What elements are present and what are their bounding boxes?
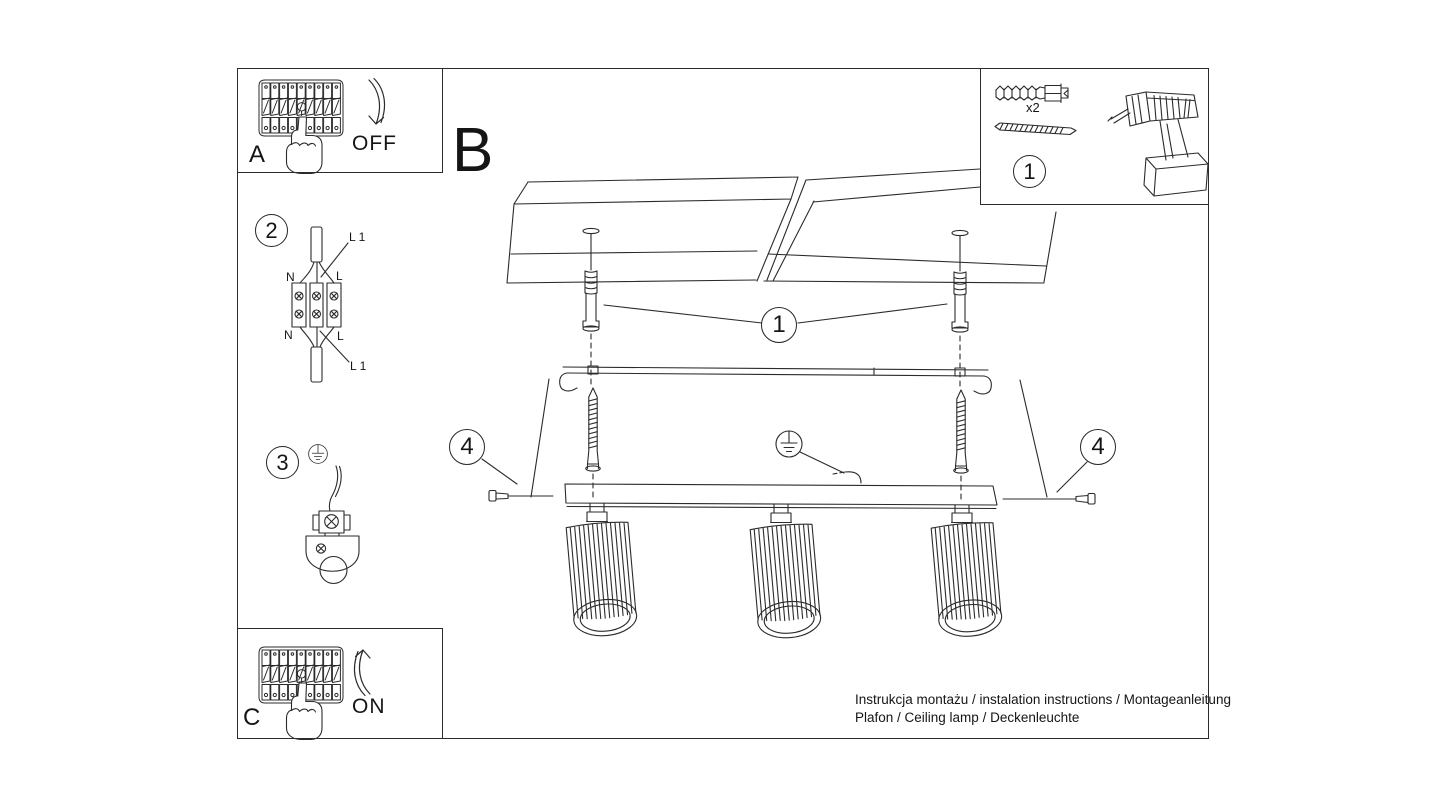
step-c-label: C	[243, 704, 261, 731]
footer-instructions-line: Instrukcja montażu / instalation instruc…	[855, 692, 1231, 707]
side-screw-right-icon	[1002, 492, 1096, 505]
power-off-label: OFF	[352, 132, 397, 155]
parts-box	[980, 68, 1209, 205]
step-a-label: A	[249, 141, 266, 168]
step-c-box	[237, 628, 443, 739]
drill-icon	[1107, 91, 1209, 197]
callout-4-leader-lines	[481, 458, 1088, 493]
power-on-label: ON	[352, 695, 386, 718]
wiring-terminal-diagram	[291, 226, 350, 383]
lamp-base-bar	[564, 483, 998, 510]
wire-label-l1-bottom: L 1	[350, 359, 367, 373]
callout-ground-3: 3	[266, 446, 299, 479]
wall-plug-icon	[995, 83, 1069, 104]
callout-wiring-2: 2	[255, 214, 288, 247]
wire-label-n-bottom: N	[284, 328, 293, 342]
earth-leader-line	[799, 451, 845, 474]
step-b-label: B	[452, 116, 494, 185]
callout-side-screw-4-right: 4	[1080, 429, 1116, 465]
mounting-rail	[559, 365, 992, 395]
wire-label-n-top: N	[286, 270, 295, 284]
quantity-label: x2	[1026, 100, 1040, 115]
wire-label-l-top: L	[336, 269, 343, 283]
callout-anchors-1: 1	[761, 307, 797, 343]
ground-connector-icon	[305, 465, 360, 585]
callout-parts-1: 1	[1013, 155, 1046, 188]
page-border	[237, 68, 1209, 739]
lamp-neck	[585, 502, 974, 524]
alignment-guide-lines	[530, 378, 1048, 498]
callout-1-leader-lines	[603, 303, 948, 324]
wire-label-l1-top: L 1	[349, 230, 366, 244]
ground-wire	[832, 471, 862, 484]
screw-icon	[994, 122, 1077, 136]
side-screw-left-icon	[488, 489, 554, 502]
wire-label-l-bottom: L	[337, 329, 344, 343]
callout-side-screw-4-left: 4	[449, 429, 485, 465]
ceiling-panels	[506, 168, 1057, 284]
footer-product-line: Plafon / Ceiling lamp / Deckenleuchte	[855, 710, 1080, 725]
step-a-box	[237, 68, 443, 173]
